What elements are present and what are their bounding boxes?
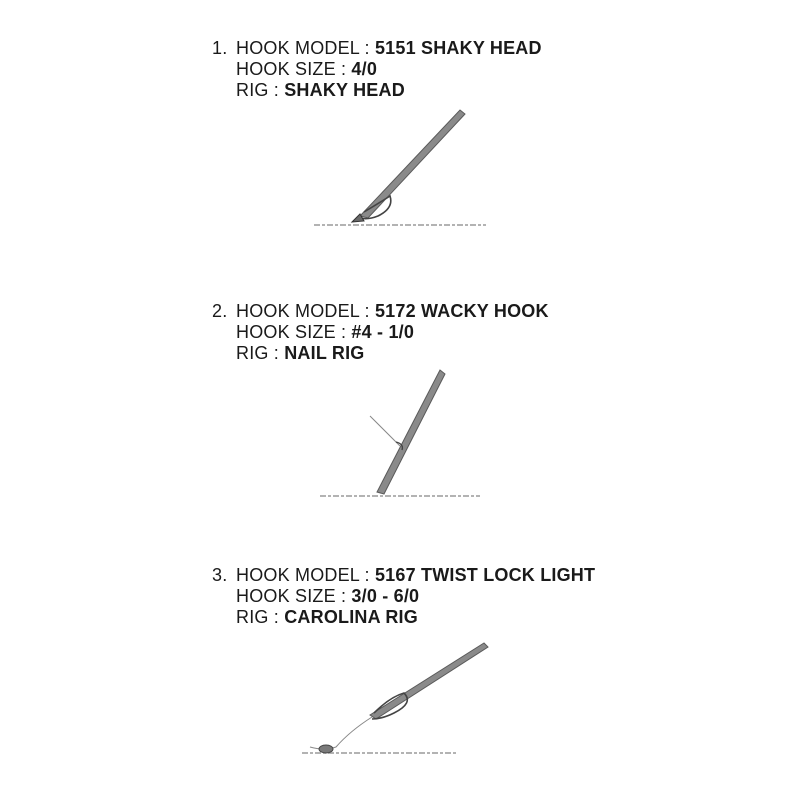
carolina-rig-icon	[302, 642, 489, 754]
jig-head-hook	[359, 194, 392, 220]
rig-value: NAIL RIG	[284, 343, 365, 363]
rig-line: RIG : CAROLINA RIG	[212, 607, 595, 628]
hook-size-label: HOOK SIZE :	[236, 586, 352, 606]
hook-model-label: HOOK MODEL :	[236, 565, 375, 585]
sinker-weight	[318, 744, 334, 754]
rig-value: SHAKY HEAD	[284, 80, 405, 100]
hook-model-value: 5167 TWIST LOCK LIGHT	[374, 565, 596, 585]
hook-size-value: #4 - 1/0	[351, 322, 415, 342]
hook-entry-1: 1. HOOK MODEL : 5151 SHAKY HEAD HOOK SIZE…	[212, 38, 542, 101]
worm-body	[376, 369, 446, 495]
worm-body	[359, 109, 466, 219]
rig-label: RIG :	[236, 80, 285, 100]
hook-model-label: HOOK MODEL :	[236, 301, 375, 321]
rig-line: RIG : SHAKY HEAD	[212, 80, 542, 101]
rig-label: RIG :	[236, 343, 285, 363]
hook-model-label: HOOK MODEL :	[236, 38, 375, 58]
fishing-line	[369, 415, 401, 447]
entry-number: 2.	[212, 301, 228, 321]
nail-rig-icon	[320, 369, 480, 497]
hook-entry-2: 2. HOOK MODEL : 5172 WACKY HOOK HOOK SIZE…	[212, 301, 549, 364]
wacky-hook	[395, 441, 404, 451]
hook-model-line: 2. HOOK MODEL : 5172 WACKY HOOK	[212, 301, 549, 322]
twist-lock-hook	[371, 692, 409, 720]
entry-number: 1.	[212, 38, 228, 58]
hook-size-line: HOOK SIZE : #4 - 1/0	[212, 322, 549, 343]
hook-size-line: HOOK SIZE : 4/0	[212, 59, 542, 80]
worm-body	[369, 642, 489, 720]
hook-model-line: 1. HOOK MODEL : 5151 SHAKY HEAD	[212, 38, 542, 59]
hook-model-value: 5172 WACKY HOOK	[374, 301, 549, 321]
hook-size-value: 4/0	[351, 59, 378, 79]
hook-model-line: 3. HOOK MODEL : 5167 TWIST LOCK LIGHT	[212, 565, 595, 586]
entry-number: 3.	[212, 565, 228, 585]
hook-model-value: 5151 SHAKY HEAD	[374, 38, 542, 58]
rig-value: CAROLINA RIG	[284, 607, 418, 627]
hook-size-line: HOOK SIZE : 3/0 - 6/0	[212, 586, 595, 607]
hook-size-label: HOOK SIZE :	[236, 59, 352, 79]
jig-head	[350, 213, 365, 223]
rig-label: RIG :	[236, 607, 285, 627]
rig-line: RIG : NAIL RIG	[212, 343, 549, 364]
hook-size-label: HOOK SIZE :	[236, 322, 352, 342]
hook-entry-3: 3. HOOK MODEL : 5167 TWIST LOCK LIGHT HOO…	[212, 565, 595, 628]
shaky-head-rig-icon	[314, 109, 486, 226]
hook-size-value: 3/0 - 6/0	[351, 586, 420, 606]
leader-line	[309, 716, 373, 750]
